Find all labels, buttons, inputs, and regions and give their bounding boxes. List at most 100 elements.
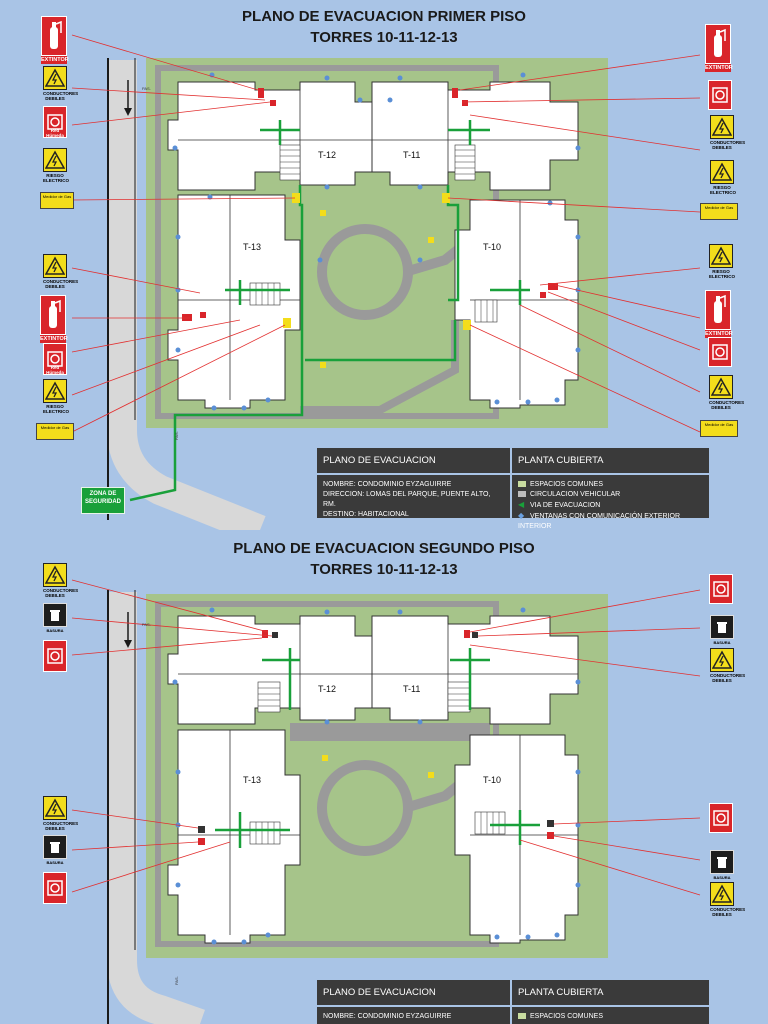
sign-caption: CONDUCTORES DEBILES	[710, 673, 746, 683]
double-arrow-icon: ◆	[518, 511, 525, 520]
sign-gas-right-1: Medidor de Gas	[700, 203, 738, 220]
leader-lines	[71, 579, 701, 896]
legend-label: CIRCULACION VEHICULAR	[530, 491, 621, 498]
sign-caption: CONDUCTORES DEBILES	[43, 279, 79, 289]
gas-meter-tag: Medidor de Gas	[700, 203, 738, 220]
gas-meter-tag: Medidor de Gas	[40, 192, 74, 209]
sidewalk	[107, 60, 266, 530]
info-table-1: PLANO DE EVACUACION PLANTA CUBIERTA NOMB…	[317, 448, 709, 530]
info-direccion: DIRECCION: LOMAS DEL PARQUE, PUENTE ALTO…	[323, 491, 491, 508]
sign-caption: RIESGO ELECTRICO	[709, 269, 736, 279]
info-destino: DESTINO: HABITACIONAL	[323, 511, 409, 518]
sign-gas-right-2: Medidor de Gas	[700, 420, 738, 437]
tower-13-outline	[167, 729, 301, 944]
sign-basura-left-1: BASURA	[43, 603, 67, 633]
tower-12-outline	[167, 615, 373, 725]
sign-extintor-right-2: EXTINTOR	[705, 290, 733, 338]
sign-conductores-left-1: CONDUCTORES DEBILES	[43, 66, 78, 101]
sign-conductores-left-4: CONDUCTORES DEBILES	[43, 796, 79, 831]
sign-caption: CONDUCTORES DEBILES	[710, 907, 746, 917]
stairs	[249, 144, 498, 323]
pasaje-label: PAS.	[142, 622, 151, 627]
legend-item: ◆VENTANAS CON COMUNICACIÓN EXTERIOR INTE…	[518, 511, 703, 532]
sidewalk	[107, 592, 205, 1024]
info-header-left: PLANO DE EVACUACION	[317, 980, 510, 1005]
window-arrows	[172, 72, 581, 411]
sign-conductores-right-4: CONDUCTORES DEBILES	[710, 882, 746, 917]
sign-conductores-right-1: CONDUCTORES DEBILES	[710, 115, 746, 150]
fire-extinguisher-icon	[40, 295, 66, 335]
legend-label: VENTANAS CON COMUNICACIÓN EXTERIOR INTER…	[518, 513, 680, 530]
safety-zone-badge: ZONA DE SEGURIDAD	[81, 487, 125, 514]
trash-icon	[710, 615, 734, 639]
sign-red-humeda-left-4	[43, 872, 67, 904]
sign-caption: RIESGO ELECTRICO	[43, 173, 70, 183]
sign-red-humeda-right-2	[708, 337, 732, 367]
arrow-icon: ◀	[518, 500, 525, 509]
sign-riesgo-right-1: RIESGO ELECTRICO	[710, 160, 737, 195]
sign-red-humeda-left-2: Red Húmeda	[43, 343, 67, 375]
fire-extinguisher-icon	[41, 16, 67, 56]
sign-conductores-left-3: CONDUCTORES DEBILES	[43, 563, 79, 598]
sign-caption: CONDUCTORES DEBILES	[43, 821, 79, 831]
gas-meter-tag: Medidor de Gas	[700, 420, 738, 437]
sign-conductores-left-2: CONDUCTORES DEBILES	[43, 254, 79, 289]
fire-hose-icon	[708, 80, 732, 110]
sign-conductores-right-2: CONDUCTORES DEBILES	[709, 375, 745, 410]
sign-riesgo-left-1: RIESGO ELECTRICO	[43, 148, 70, 183]
electric-hazard-icon	[709, 375, 733, 399]
legend-swatch	[518, 1013, 526, 1020]
trash-icon	[43, 835, 67, 859]
sign-gas-left-1: Medidor de Gas	[40, 192, 74, 209]
electric-hazard-icon	[43, 379, 67, 403]
tower-13-outline	[167, 194, 301, 409]
electric-hazard-icon	[710, 882, 734, 906]
electric-hazard-icon	[710, 115, 734, 139]
plan1-title-line2: TORRES 10-11-12-13	[310, 29, 458, 46]
tower-label-t12: T-12	[318, 150, 336, 160]
electric-hazard-icon	[710, 160, 734, 184]
sign-caption: EXTINTOR	[705, 64, 733, 72]
sign-basura-left-2: BASURA	[43, 835, 67, 865]
info-header-right: PLANTA CUBIERTA	[512, 448, 709, 473]
trash-icon	[710, 850, 734, 874]
tower-label-t11: T-11	[403, 684, 420, 694]
legend-label: ESPACIOS COMUNES	[530, 481, 603, 488]
floor-plan-2: T-12 T-11 T-13 T-10 PAS. PAS.	[71, 579, 701, 1024]
legend-item: CIRCULACION VEHICULAR	[518, 490, 703, 500]
tower-label-t13: T-13	[243, 242, 261, 252]
sign-conductores-right-3: CONDUCTORES DEBILES	[710, 648, 746, 683]
sign-caption: CONDUCTORES DEBILES	[710, 140, 746, 150]
sign-red-humeda-right-4	[709, 803, 733, 833]
sign-caption: CONDUCTORES DEBILES	[709, 400, 745, 410]
sign-caption: CONDUCTORES DEBILES	[43, 588, 79, 598]
info-table-2: PLANO DE EVACUACION PLANTA CUBIERTA NOMB…	[317, 980, 709, 1024]
trash-icon	[43, 603, 67, 627]
plan-signs	[198, 630, 554, 845]
tower-12-outline	[167, 81, 373, 191]
sign-extintor-right-1: EXTINTOR	[705, 24, 733, 72]
plan2-title-line2: TORRES 10-11-12-13	[310, 561, 458, 578]
electric-hazard-icon	[43, 66, 67, 90]
fire-hose-icon	[709, 574, 733, 604]
fire-hose-icon	[708, 337, 732, 367]
sign-caption: Red Húmeda	[46, 128, 64, 138]
fire-hose-icon	[43, 872, 67, 904]
info-header-right: PLANTA CUBIERTA	[512, 980, 709, 1005]
gas-meter-tag: Medidor de Gas	[36, 423, 74, 440]
electric-hazard-icon	[709, 244, 733, 268]
arrow-down-head	[124, 108, 132, 116]
fire-extinguisher-icon	[705, 24, 731, 64]
sign-caption: BASURA	[713, 640, 731, 645]
electric-hazard-icon	[43, 796, 67, 820]
sign-extintor-left-1: EXTINTOR	[41, 16, 69, 64]
sign-basura-right-1: BASURA	[710, 615, 734, 645]
sign-caption: BASURA	[46, 860, 64, 865]
legend-swatch	[518, 481, 526, 488]
fire-hose-icon	[43, 343, 67, 375]
sign-basura-right-2: BASURA	[710, 850, 734, 880]
legend-item: ESPACIOS COMUNES	[518, 480, 703, 490]
sign-caption: RIESGO ELECTRICO	[710, 185, 737, 195]
plan2-title: PLANO DE EVACUACION SEGUNDO PISO TORRES …	[0, 538, 768, 580]
sign-caption: EXTINTOR	[41, 56, 69, 64]
